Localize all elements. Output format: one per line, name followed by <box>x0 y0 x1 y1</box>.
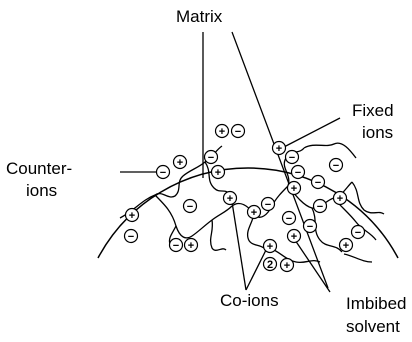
coions-leader-2 <box>245 245 269 291</box>
negative-ion: − <box>312 198 328 214</box>
positive-ion: + <box>210 164 226 180</box>
negative-ion: − <box>230 123 246 139</box>
counter-ions-label-line2: ions <box>26 181 57 200</box>
svg-text:+: + <box>215 167 221 179</box>
imbibed-solvent-leader <box>294 239 331 293</box>
positive-ion: + <box>338 237 354 253</box>
svg-text:−: − <box>307 221 313 233</box>
svg-text:−: − <box>317 201 323 213</box>
ions: + + + + + + + + + + + + + + 2 − − − − − … <box>123 123 366 273</box>
negative-ion: − <box>123 228 139 244</box>
svg-text:+: + <box>188 240 194 252</box>
fixed-ions-leader <box>281 117 341 149</box>
svg-text:+: + <box>291 183 297 195</box>
fixed-ions-label-line1: Fixed <box>352 101 394 120</box>
svg-text:+: + <box>284 260 290 272</box>
svg-text:−: − <box>286 213 292 225</box>
svg-text:+: + <box>129 210 135 222</box>
svg-text:−: − <box>187 201 193 213</box>
negative-ion: − <box>182 198 198 214</box>
polymer-matrix-chains <box>119 142 385 264</box>
negative-ion: − <box>155 164 171 180</box>
svg-text:−: − <box>160 167 166 179</box>
negative-ion: − <box>302 218 318 234</box>
negative-ion: − <box>168 237 184 253</box>
svg-text:+: + <box>337 193 343 205</box>
negative-ion: − <box>203 149 219 165</box>
svg-text:+: + <box>219 126 225 138</box>
positive-ion: + <box>286 180 302 196</box>
positive-ion: + <box>246 204 262 220</box>
matrix-label: Matrix <box>176 7 223 26</box>
negative-ion: − <box>290 164 306 180</box>
svg-text:−: − <box>315 177 321 189</box>
imbibed-solvent-label-line2: solvent <box>346 317 400 336</box>
svg-text:+: + <box>343 240 349 252</box>
svg-text:−: − <box>355 227 361 239</box>
positive-ion: + <box>332 190 348 206</box>
negative-ion: − <box>284 149 300 165</box>
counter-ions-label-line1: Counter- <box>6 159 72 178</box>
negative-ion: − <box>281 210 297 226</box>
svg-text:+: + <box>251 207 257 219</box>
positive-ion: + <box>214 123 230 139</box>
svg-text:+: + <box>227 193 233 205</box>
matrix-leader-2 <box>231 31 329 289</box>
svg-text:+: + <box>291 231 297 243</box>
leader-lines <box>120 31 341 293</box>
svg-text:−: − <box>173 240 179 252</box>
positive-ion: + <box>271 140 287 156</box>
svg-text:−: − <box>333 160 339 172</box>
svg-text:−: − <box>265 199 271 211</box>
svg-text:−: − <box>128 231 134 243</box>
svg-text:+: + <box>177 157 183 169</box>
coions-label: Co-ions <box>220 291 279 310</box>
positive-ion: + <box>262 238 278 254</box>
svg-text:2: 2 <box>267 259 273 271</box>
negative-ion: − <box>350 224 366 240</box>
positive-ion: + <box>222 190 238 206</box>
positive-ion: + <box>124 207 140 223</box>
positive-ion: + <box>286 228 302 244</box>
positive-ion: + <box>279 257 295 273</box>
svg-text:−: − <box>208 152 214 164</box>
imbibed-solvent-label-line1: Imbibed <box>346 294 406 313</box>
coions-leader-1 <box>231 201 247 291</box>
svg-text:−: − <box>289 152 295 164</box>
negative-ion: − <box>260 196 276 212</box>
negative-ion: − <box>310 174 326 190</box>
fixed-ions-label-line2: ions <box>362 123 393 142</box>
positive-ion: + <box>183 237 199 253</box>
svg-text:−: − <box>235 126 241 138</box>
divalent-ion: 2 <box>262 256 278 272</box>
positive-ion: + <box>172 154 188 170</box>
negative-ion: − <box>328 157 344 173</box>
svg-text:+: + <box>276 143 282 155</box>
svg-text:+: + <box>267 241 273 253</box>
svg-text:−: − <box>295 167 301 179</box>
